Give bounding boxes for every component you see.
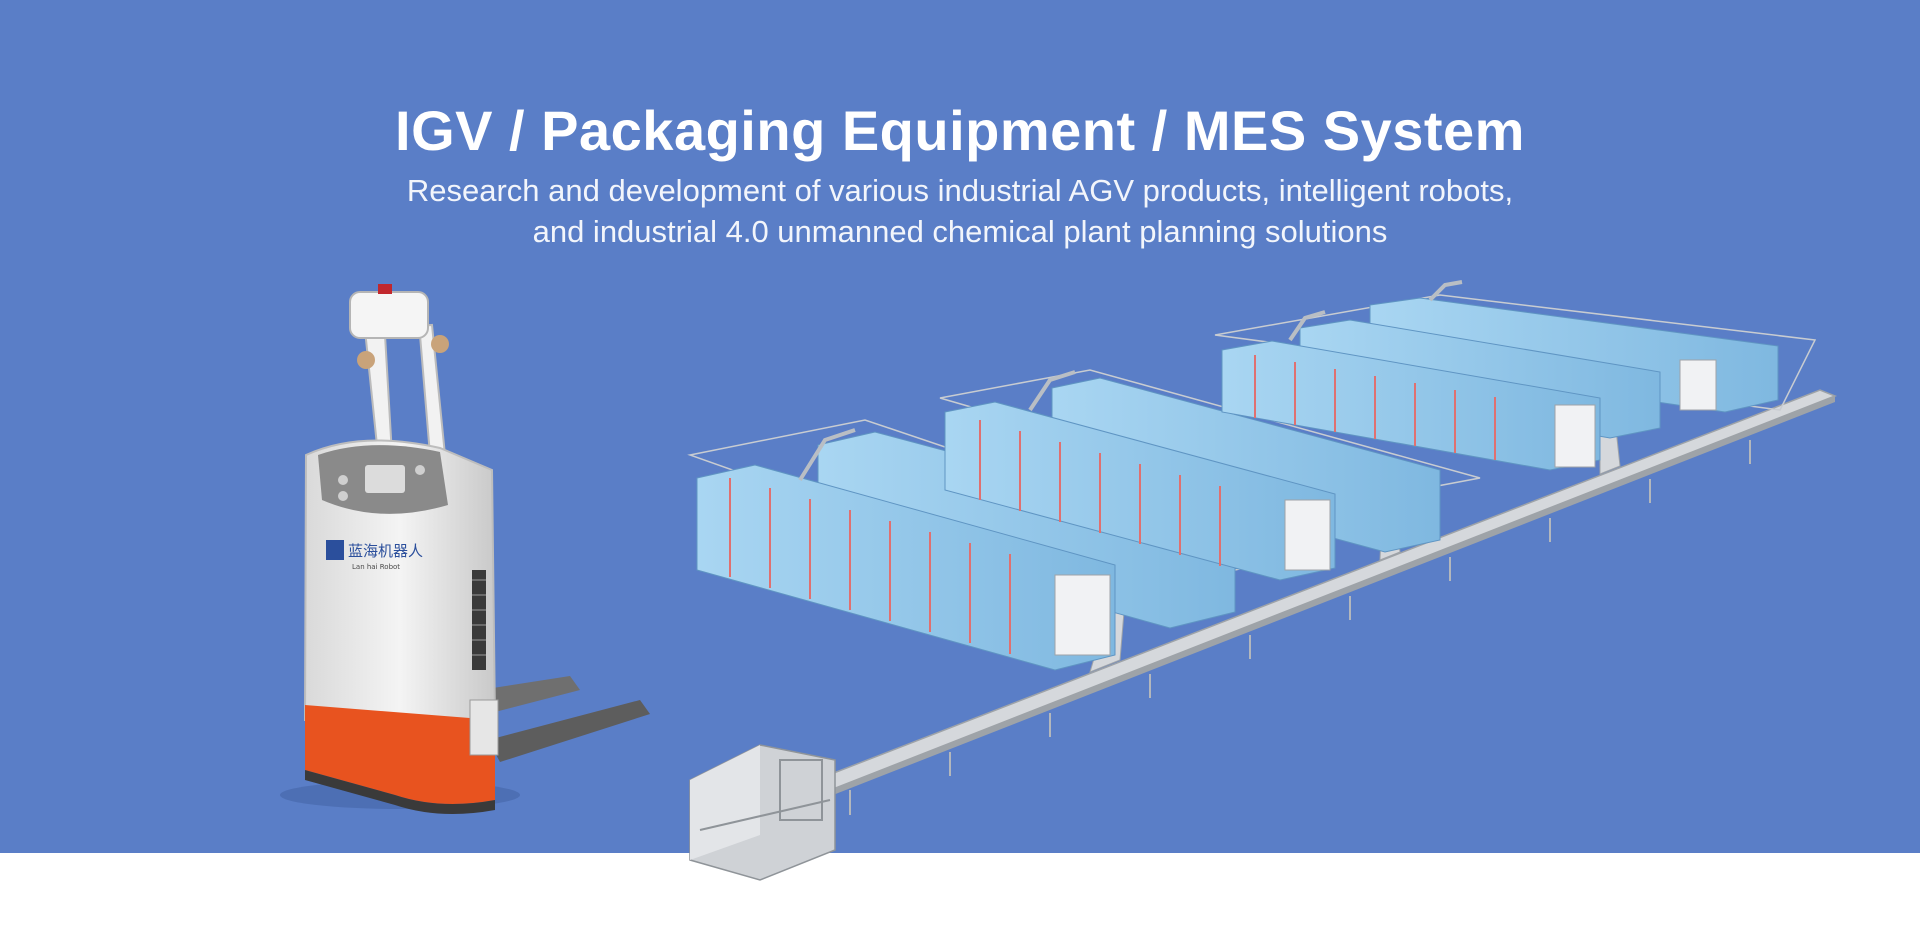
- hero-subtitle-line-2: and industrial 4.0 unmanned chemical pla…: [532, 214, 1388, 249]
- brand-logo-icon: [326, 540, 344, 560]
- vent-grille: [472, 570, 486, 670]
- packaging-machine: [689, 744, 836, 881]
- side-panel: [469, 699, 499, 756]
- brand-logo-text: 蓝海机器人: [348, 542, 423, 560]
- hero-title: IGV / Packaging Equipment / MES System: [395, 99, 1525, 162]
- fork-upper: [480, 676, 580, 712]
- robot-arms: [798, 280, 1463, 482]
- storage-rack-block-2: [939, 369, 1481, 581]
- robot-base: [305, 705, 495, 804]
- hero-subtitle: Research and development of various indu…: [360, 170, 1560, 252]
- brand-logo-subtext: Lan hai Robot: [352, 563, 400, 571]
- robot-body: [303, 439, 497, 721]
- storage-rack-block-1: [687, 419, 1283, 671]
- fork-lower: [488, 700, 650, 762]
- storage-rack-block-3: [1214, 294, 1817, 471]
- agv-forklift-robot: 蓝海机器人 Lan hai Robot: [280, 284, 650, 814]
- sensor-head: [349, 291, 429, 339]
- hero-subtitle-line-1: Research and development of various indu…: [406, 173, 1514, 208]
